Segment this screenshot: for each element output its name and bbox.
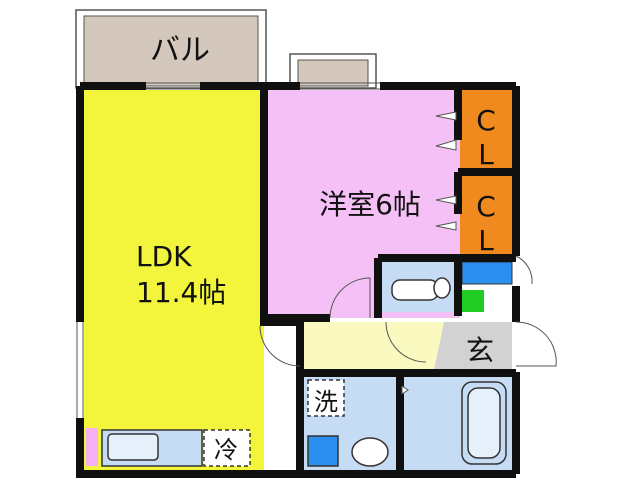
balcony-label: バル	[150, 33, 210, 68]
closet-1-label-l: L	[478, 138, 494, 171]
closet-2-floor	[460, 176, 512, 256]
floor-step-marker	[462, 290, 484, 312]
closet-2-label-l: L	[478, 224, 494, 257]
hallway-floor	[302, 322, 444, 370]
ldk-size-label: 11.4帖	[136, 276, 226, 309]
washroom-fixtures	[307, 379, 389, 467]
kitchen-counter	[101, 429, 251, 467]
entrance-floor	[434, 322, 512, 370]
toilet	[391, 277, 451, 301]
shoe-box	[461, 261, 513, 285]
windows	[76, 82, 380, 418]
ldk-floor	[84, 90, 264, 470]
washroom-label: 洗	[314, 388, 338, 416]
entrance-label: 玄	[466, 334, 494, 367]
closet-1-floor	[460, 90, 512, 170]
walls	[76, 82, 520, 478]
ldk-name-label: LDK	[136, 240, 192, 273]
door-swings	[259, 255, 557, 367]
balcony	[75, 9, 377, 89]
balcony-floor	[83, 15, 259, 87]
bathtub	[461, 381, 507, 465]
closet-1-label-c: C	[476, 104, 496, 137]
closet-2-label-c: C	[476, 190, 496, 223]
balcony-small-floor	[297, 59, 369, 87]
fridge-label: 冷	[214, 436, 238, 464]
western-room-label: 洋室6帖	[319, 188, 421, 221]
closet-door-markers	[401, 111, 457, 395]
pink-strip	[86, 428, 98, 466]
